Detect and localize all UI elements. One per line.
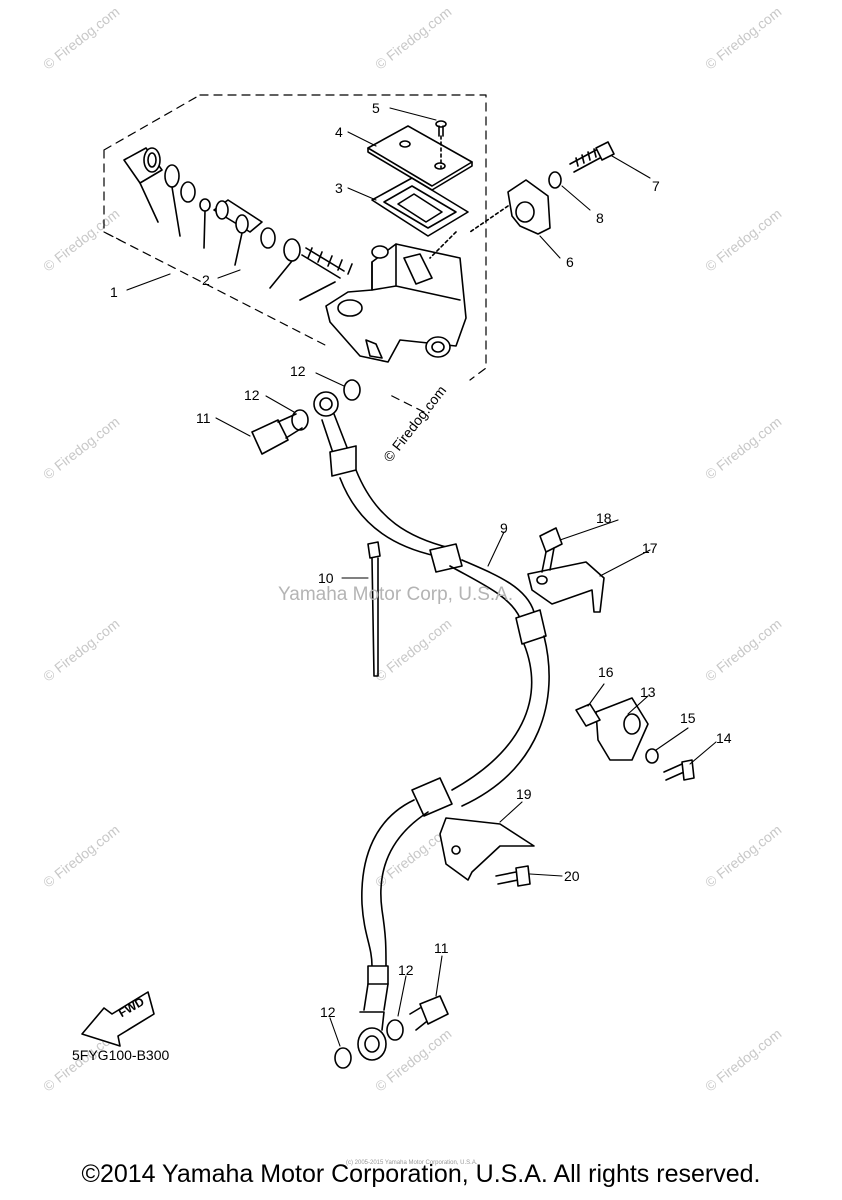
callout-18: 18 [596, 510, 612, 526]
handlebar-clamp [469, 179, 551, 235]
callout-19: 19 [516, 786, 532, 802]
callout-2: 2 [202, 272, 210, 288]
hose-guide-bolt [539, 527, 563, 573]
assembly-outline [103, 94, 487, 413]
callout-5: 5 [372, 100, 380, 116]
callout-12: 12 [290, 363, 306, 379]
hose-guide [527, 561, 605, 613]
union-bolt-upper [251, 413, 303, 455]
callout-12: 12 [320, 1004, 336, 1020]
brake-hose [313, 391, 550, 1061]
copper-washer-lower-a [386, 1019, 404, 1041]
copper-washer-left [291, 409, 309, 431]
callout-12: 12 [398, 962, 414, 978]
piston-kit [123, 147, 353, 301]
callout-6: 6 [566, 254, 574, 270]
center-watermark: Yamaha Motor Corp, U.S.A. [278, 584, 514, 605]
leader-lines [126, 107, 717, 1047]
tiny-copyright-note: (c) 2005-2015 Yamaha Motor Corporation, … [346, 1160, 478, 1166]
holder-bolt [663, 759, 695, 781]
callout-20: 20 [564, 868, 580, 884]
reservoir-cap [367, 125, 473, 191]
cap-screw [429, 120, 457, 259]
clamp-washer [548, 171, 562, 189]
callout-12: 12 [244, 387, 260, 403]
master-cylinder-body [325, 243, 467, 363]
hose-bracket [439, 817, 535, 881]
callout-13: 13 [640, 684, 656, 700]
callout-11: 11 [434, 940, 449, 956]
fwd-arrow [81, 991, 155, 1047]
callout-8: 8 [596, 210, 604, 226]
callout-14: 14 [716, 730, 732, 746]
callout-10: 10 [318, 570, 334, 586]
diagram-code: 5FYG100-B300 [72, 1047, 170, 1063]
callout-17: 17 [642, 540, 658, 556]
callout-1: 1 [110, 284, 118, 300]
callout-15: 15 [680, 710, 696, 726]
callout-3: 3 [335, 180, 343, 196]
copyright-footer: ©2014 Yamaha Motor Corporation, U.S.A. A… [81, 1160, 761, 1188]
copper-washer-lower-b [334, 1047, 352, 1069]
hose-holder [595, 697, 649, 761]
holder-washer [645, 748, 659, 764]
callout-16: 16 [598, 664, 614, 680]
callout-4: 4 [335, 124, 343, 140]
clamp-bolt [569, 141, 615, 173]
copper-washer-upper [343, 379, 361, 401]
diaphragm [371, 177, 469, 237]
cable-tie [367, 541, 381, 677]
callout-11: 11 [196, 410, 211, 426]
callout-7: 7 [652, 178, 660, 194]
union-bolt-lower [409, 995, 449, 1031]
bracket-bolt [495, 865, 531, 887]
callout-9: 9 [500, 520, 508, 536]
holder-collar [575, 703, 601, 727]
